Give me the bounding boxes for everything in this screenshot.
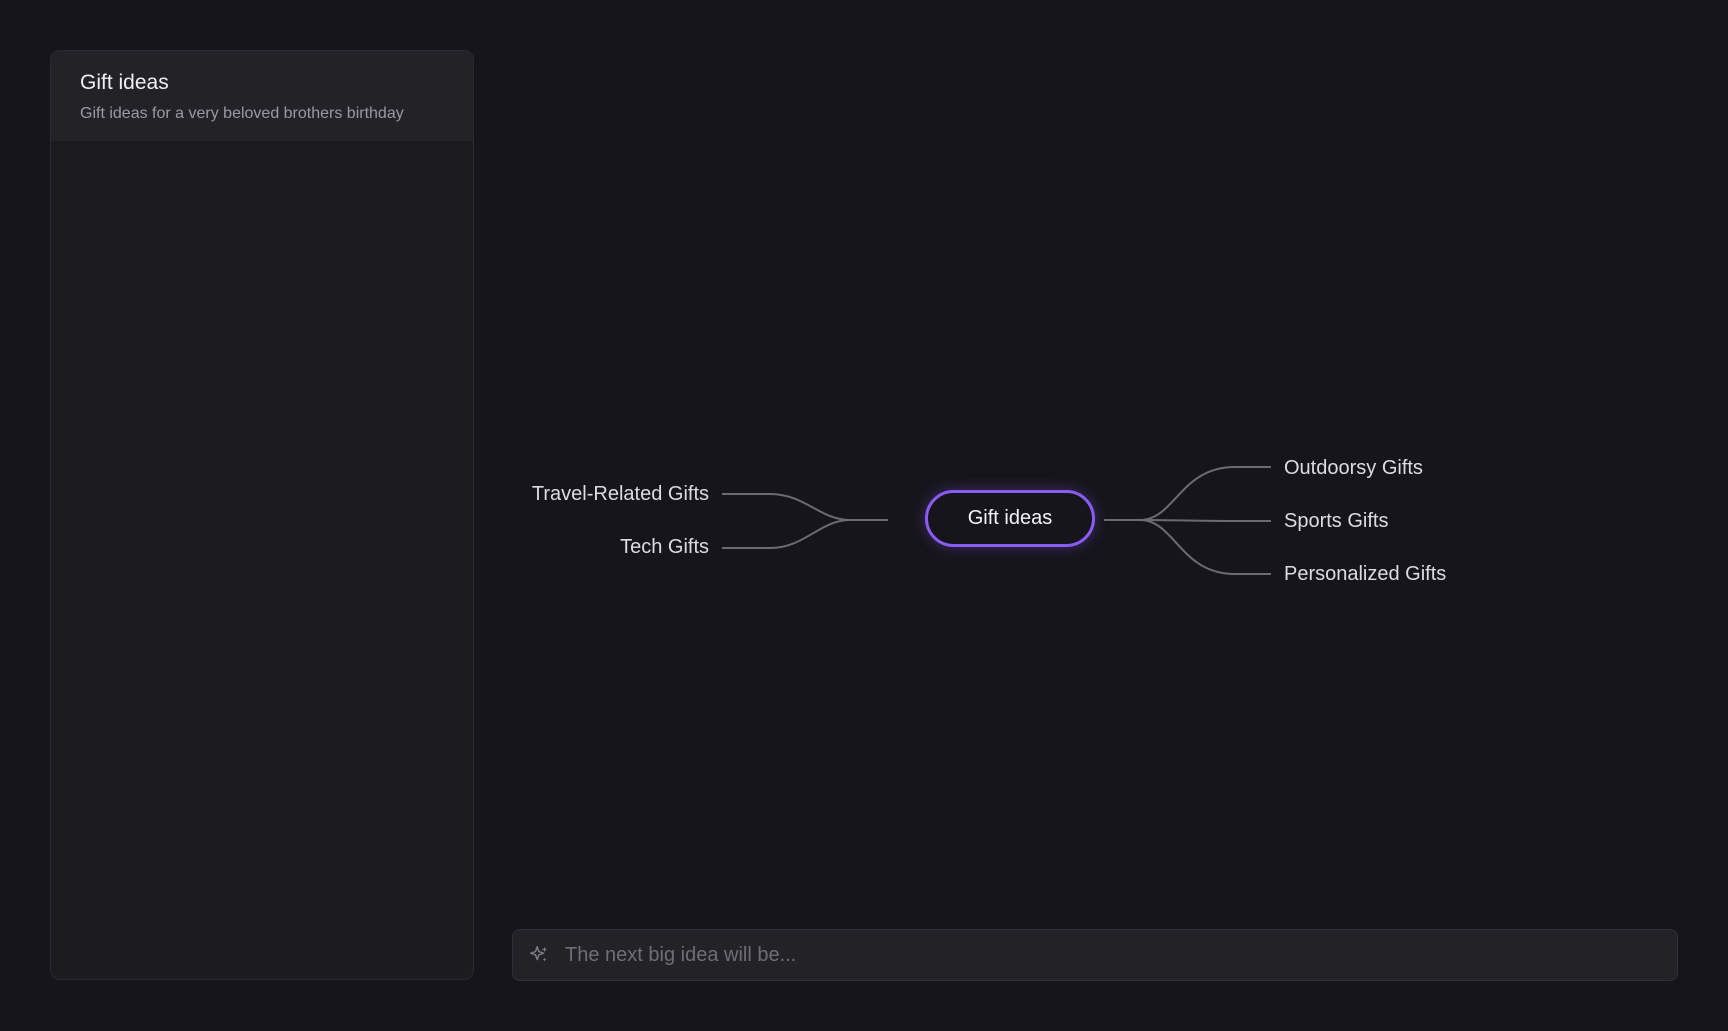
sidebar: Gift ideas Gift ideas for a very beloved… <box>50 50 474 980</box>
idea-prompt-bar <box>512 929 1678 981</box>
idea-input[interactable] <box>563 929 1677 981</box>
connector-outdoorsy <box>1104 466 1271 521</box>
sparkle-icon <box>527 943 551 967</box>
card-description: Gift ideas for a very beloved brothers b… <box>80 105 404 122</box>
card-title: Gift ideas <box>80 71 169 94</box>
connector-tech <box>722 519 888 549</box>
branch-sports-gifts[interactable]: Sports Gifts <box>1284 510 1389 532</box>
branch-tech-gifts[interactable]: Tech Gifts <box>620 536 709 558</box>
branch-personalized-gifts[interactable]: Personalized Gifts <box>1284 563 1447 585</box>
connector-travel <box>722 493 888 521</box>
connector-personalized <box>1104 519 1271 575</box>
branch-outdoorsy-gifts[interactable]: Outdoorsy Gifts <box>1284 457 1423 479</box>
mindmap-card[interactable]: Gift ideas Gift ideas for a very beloved… <box>51 51 473 141</box>
connector-sports <box>1104 519 1271 522</box>
root-node[interactable]: Gift ideas <box>925 490 1095 547</box>
branch-travel-related-gifts[interactable]: Travel-Related Gifts <box>531 483 709 505</box>
